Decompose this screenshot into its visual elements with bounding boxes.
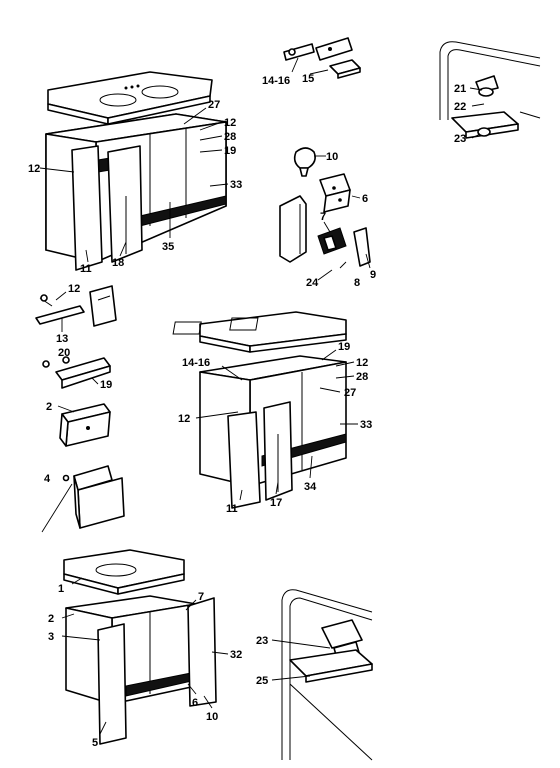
callout-34: 34 <box>304 481 317 493</box>
door-right-top <box>107 145 143 263</box>
door-right-bottom <box>187 597 217 707</box>
callout-25: 25 <box>256 675 268 687</box>
callout-2: 2 <box>48 613 54 625</box>
handle-part-19-20: 20 19 <box>42 347 112 391</box>
callout-6: 6 <box>192 697 198 709</box>
callout-14-16: 14-16 <box>182 357 210 369</box>
callout-1: 1 <box>58 583 64 595</box>
callout-4: 4 <box>44 473 51 485</box>
callout-8: 8 <box>354 277 360 289</box>
callout-20: 20 <box>58 347 70 359</box>
panel-part-4: 4 <box>41 465 125 533</box>
corner-detail-hinge: 21 22 23 <box>439 41 541 145</box>
callout-6: 6 <box>362 193 368 205</box>
callout-15: 15 <box>302 73 314 85</box>
bracket-part-14-16: 14-16 <box>262 37 353 87</box>
callout-12: 12 <box>178 413 190 425</box>
callout-2: 2 <box>46 401 52 413</box>
callout-27: 27 <box>208 99 220 111</box>
callout-27: 27 <box>344 387 356 399</box>
callout-28: 28 <box>356 371 368 383</box>
clip-part-15: 15 <box>302 59 361 85</box>
callout-12: 12 <box>356 357 368 369</box>
callout-10: 10 <box>206 711 218 723</box>
sink-top-top-cabinet <box>47 71 213 125</box>
callout-35: 35 <box>162 241 174 253</box>
callout-23: 23 <box>454 133 466 145</box>
bottom-hinge-detail: 23 25 <box>256 589 373 761</box>
callouts-top-cabinet: 12 27 12 28 19 33 35 18 11 <box>28 99 242 275</box>
callout-23: 23 <box>256 635 268 647</box>
sink-top-bottom-cabinet: 1 <box>58 549 185 595</box>
callout-7: 7 <box>198 591 204 603</box>
callout-5: 5 <box>92 737 98 749</box>
latch-bracket-part: 6 <box>319 173 368 213</box>
callout-18: 18 <box>112 257 124 269</box>
callout-3: 3 <box>48 631 54 643</box>
callout-21: 21 <box>454 83 466 95</box>
door-right-mid <box>263 401 293 501</box>
callout-14-16: 14-16 <box>262 75 290 87</box>
callout-28: 28 <box>224 131 236 143</box>
callout-33: 33 <box>230 179 242 191</box>
callout-32: 32 <box>230 649 242 661</box>
callouts-bottom-cabinet: 7 2 3 32 6 10 5 <box>48 591 242 749</box>
callout-11: 11 <box>226 503 238 515</box>
callout-22: 22 <box>454 101 466 113</box>
callout-12: 12 <box>68 283 80 295</box>
callout-9: 9 <box>370 269 376 281</box>
callout-7: 7 <box>320 211 326 223</box>
callouts-mid-cabinet: 14-16 19 12 28 27 33 12 34 17 11 <box>178 341 372 515</box>
callout-17: 17 <box>270 497 282 509</box>
callout-11: 11 <box>80 263 92 275</box>
switch-housing-part: 7 9 8 24 <box>279 195 376 289</box>
base-cabinet-bottom <box>65 595 197 705</box>
door-left-bottom <box>97 623 127 745</box>
callout-24: 24 <box>306 277 319 289</box>
callout-19: 19 <box>100 379 112 391</box>
callout-10: 10 <box>326 151 338 163</box>
sink-top-mid-cabinet <box>172 311 347 353</box>
hinge-part-12-13: 12 13 <box>35 283 117 345</box>
light-bulb-part: 10 <box>293 147 338 177</box>
door-left-mid <box>227 411 261 509</box>
door-left-top <box>71 145 103 271</box>
callout-33: 33 <box>360 419 372 431</box>
callout-13: 13 <box>56 333 68 345</box>
callout-12: 12 <box>28 163 40 175</box>
callout-19: 19 <box>224 145 236 157</box>
callout-12: 12 <box>224 117 236 129</box>
callout-19: 19 <box>338 341 350 353</box>
drawer-bracket-part-2: 2 <box>46 401 111 447</box>
